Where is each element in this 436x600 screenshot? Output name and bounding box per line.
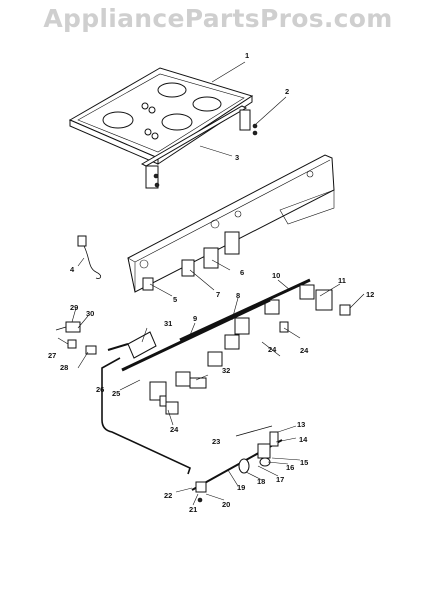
- callout-24c: 24: [170, 425, 179, 434]
- callout-19: 19: [237, 483, 245, 492]
- leader-lines: [57, 61, 365, 506]
- callout-13: 13: [297, 420, 305, 429]
- screw-pair[interactable]: [153, 123, 258, 188]
- callout-4: 4: [70, 265, 75, 274]
- callout-23: 23: [212, 437, 220, 446]
- callout-18: 18: [257, 477, 265, 486]
- inlet-fittings[interactable]: [55, 321, 97, 355]
- callout-28: 28: [60, 363, 68, 372]
- callout-11: 11: [338, 276, 346, 285]
- callout-32: 32: [222, 366, 230, 375]
- front-trim-bracket[interactable]: [140, 105, 251, 189]
- callout-7: 7: [216, 290, 220, 299]
- callout-3: 3: [235, 153, 239, 162]
- oven-valve-assembly[interactable]: [191, 425, 283, 503]
- callout-25: 25: [112, 389, 120, 398]
- power-cord[interactable]: [77, 235, 101, 279]
- callout-14: 14: [299, 435, 308, 444]
- callout-22: 22: [164, 491, 172, 500]
- callout-10: 10: [272, 271, 280, 280]
- callout-29: 29: [70, 303, 78, 312]
- callout-26: 26: [96, 385, 104, 394]
- callout-17: 17: [276, 475, 284, 484]
- callout-8: 8: [236, 291, 240, 300]
- callout-24a: 24: [300, 346, 309, 355]
- callout-5: 5: [173, 295, 177, 304]
- callout-21: 21: [189, 505, 197, 514]
- lower-burner-valves[interactable]: [121, 298, 271, 415]
- callout-2: 2: [285, 87, 289, 96]
- callout-27: 27: [48, 351, 56, 360]
- callout-31: 31: [164, 319, 172, 328]
- callout-6: 6: [240, 268, 244, 277]
- watermark-logo: AppliancePartsPros.com: [43, 4, 393, 33]
- callout-30: 30: [86, 309, 94, 318]
- callout-12: 12: [366, 290, 374, 299]
- callout-24b: 24: [268, 345, 277, 354]
- callout-15: 15: [300, 458, 308, 467]
- callout-16: 16: [286, 463, 294, 472]
- gas-tube[interactable]: [101, 357, 191, 475]
- cooktop-panel[interactable]: [68, 67, 254, 165]
- manifold-panel[interactable]: [127, 154, 335, 293]
- callout-20: 20: [222, 500, 230, 509]
- upper-burner-valves[interactable]: [179, 278, 351, 350]
- pressure-regulator[interactable]: [107, 331, 157, 359]
- callout-1: 1: [245, 51, 249, 60]
- callout-9: 9: [193, 314, 197, 323]
